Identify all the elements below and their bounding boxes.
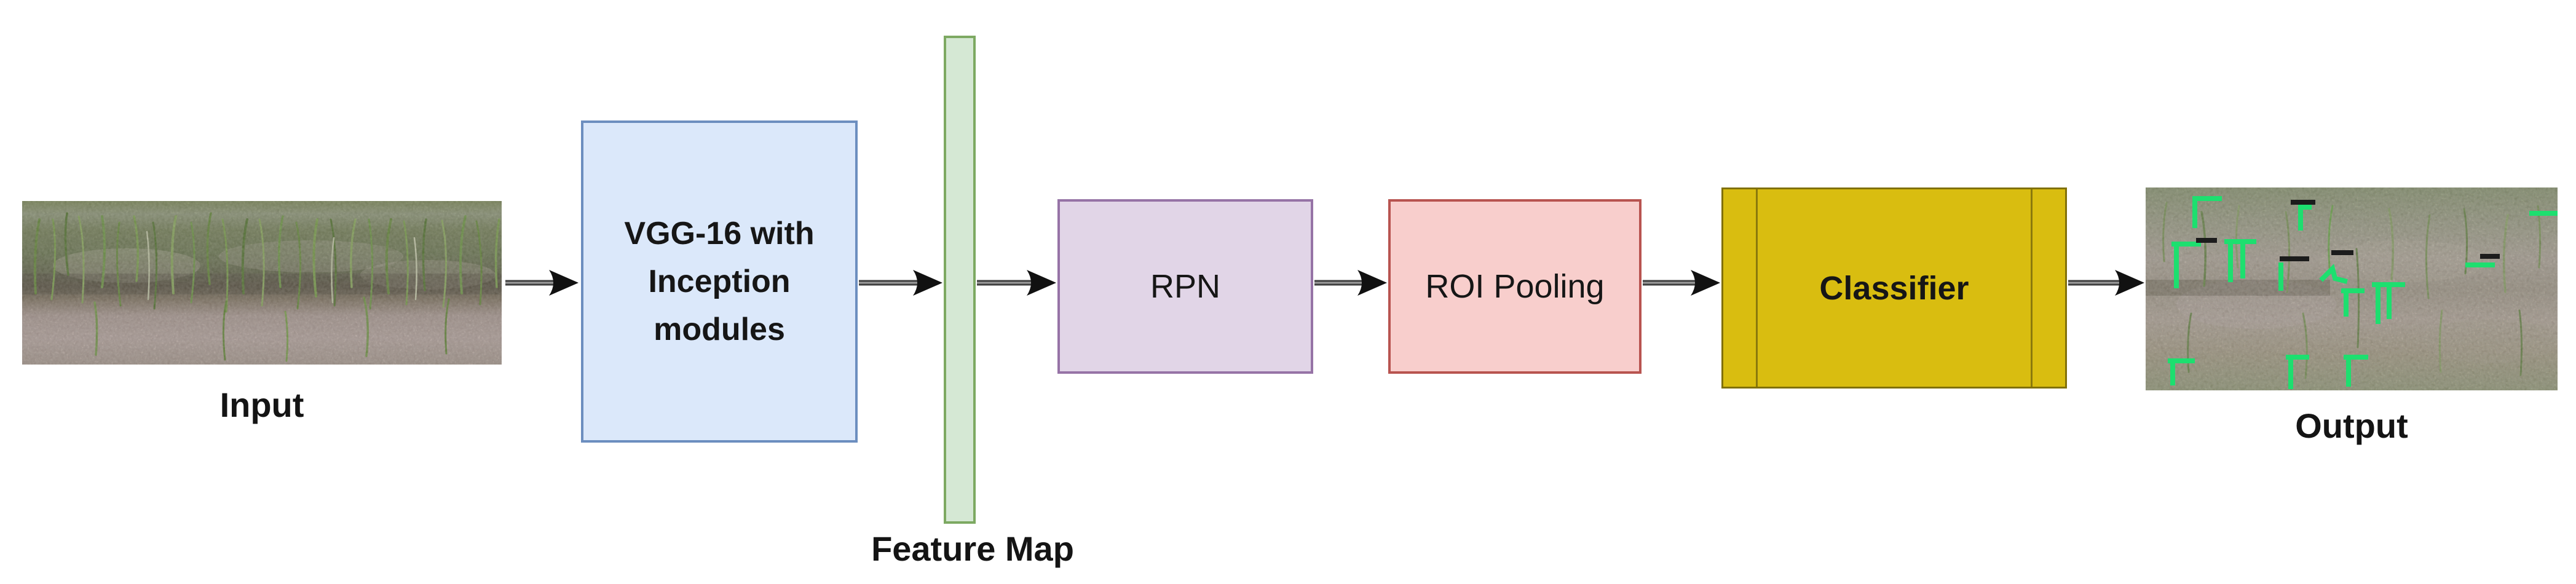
backbone-label: VGG-16 with Inception modules [624, 216, 815, 347]
node-classifier: Classifier [1721, 187, 2067, 389]
classifier-label: Classifier [1819, 269, 1969, 307]
input-caption: Input [219, 385, 304, 424]
classifier-inner-line-left [1756, 189, 1758, 387]
classifier-inner-line-right [2031, 189, 2033, 387]
arrow-classifier-to-output [2068, 270, 2144, 296]
input-field-image [22, 201, 502, 365]
node-rpn: RPN [1057, 199, 1313, 374]
arrow-input-to-backbone [505, 270, 579, 296]
arrow-featuremap-to-rpn [977, 270, 1056, 296]
output-detection-image [2146, 187, 2558, 390]
feature-map-caption: Feature Map [871, 529, 1074, 568]
node-feature-map-bar [944, 36, 976, 524]
arrow-rpn-to-roi [1314, 270, 1387, 296]
dark-marks [2196, 200, 2500, 261]
rpn-label: RPN [1150, 268, 1220, 305]
output-caption: Output [2295, 406, 2408, 445]
roi-pooling-label: ROI Pooling [1425, 268, 1605, 305]
detection-marks [2168, 196, 2558, 389]
arrow-roi-to-classifier [1643, 270, 1720, 296]
node-roi-pooling: ROI Pooling [1388, 199, 1642, 374]
arrow-backbone-to-featuremap [859, 270, 942, 296]
node-backbone-vgg16: VGG-16 with Inception modules [581, 120, 858, 443]
